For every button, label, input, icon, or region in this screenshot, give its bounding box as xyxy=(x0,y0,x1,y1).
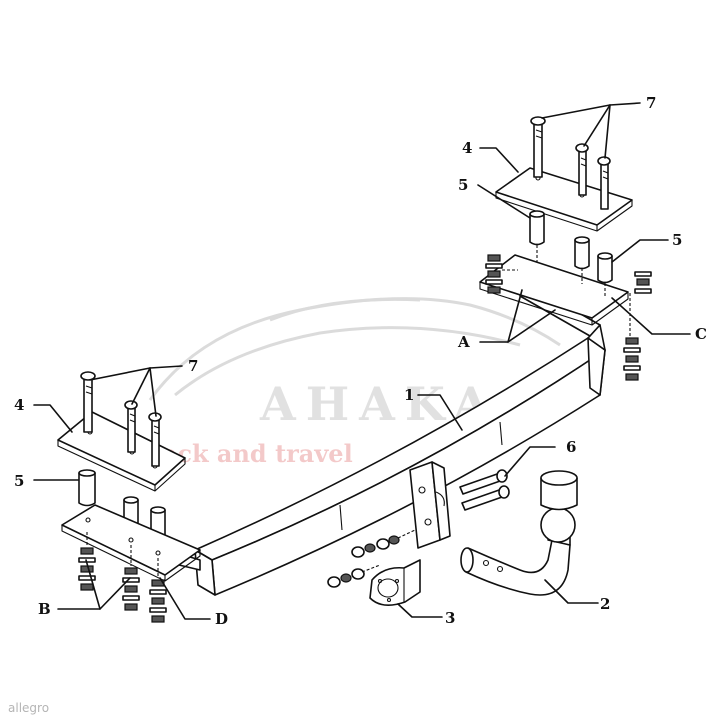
studs-left xyxy=(80,371,162,467)
label-2: 2 xyxy=(600,595,610,613)
label-5-right-a: 5 xyxy=(458,176,468,194)
left-mounting-bracket xyxy=(61,504,201,582)
ball-washers xyxy=(351,529,416,558)
nuts-left xyxy=(78,532,167,623)
watermark-site: allegro xyxy=(8,701,49,715)
label-4-left: 4 xyxy=(14,396,24,414)
nuts-right-c xyxy=(623,271,652,381)
main-crossbar xyxy=(157,285,606,596)
label-a: A xyxy=(457,333,470,351)
bolt-set xyxy=(459,469,510,511)
label-6: 6 xyxy=(566,438,576,456)
studs-right xyxy=(530,116,611,210)
plate-left xyxy=(57,411,186,492)
tow-ball xyxy=(460,507,576,596)
label-5-right-b: 5 xyxy=(672,231,682,249)
spacers-right xyxy=(529,210,613,297)
label-3: 3 xyxy=(445,609,455,627)
label-1: 1 xyxy=(404,386,414,404)
nuts-right-a xyxy=(485,254,518,294)
label-7-left: 7 xyxy=(188,357,198,375)
socket-washers xyxy=(327,564,381,588)
label-4-right: 4 xyxy=(462,139,472,157)
label-b: B xyxy=(38,600,51,618)
label-7-right: 7 xyxy=(646,94,656,112)
socket-plate xyxy=(369,559,421,606)
watermark-car-logo xyxy=(148,297,561,401)
plate-right xyxy=(495,167,633,232)
leader-lines xyxy=(33,102,691,620)
ball-cap xyxy=(540,470,578,511)
label-5-left: 5 xyxy=(14,472,24,490)
label-c: C xyxy=(695,325,707,343)
label-d: D xyxy=(215,610,228,628)
hitch-mount-bracket xyxy=(409,461,451,549)
